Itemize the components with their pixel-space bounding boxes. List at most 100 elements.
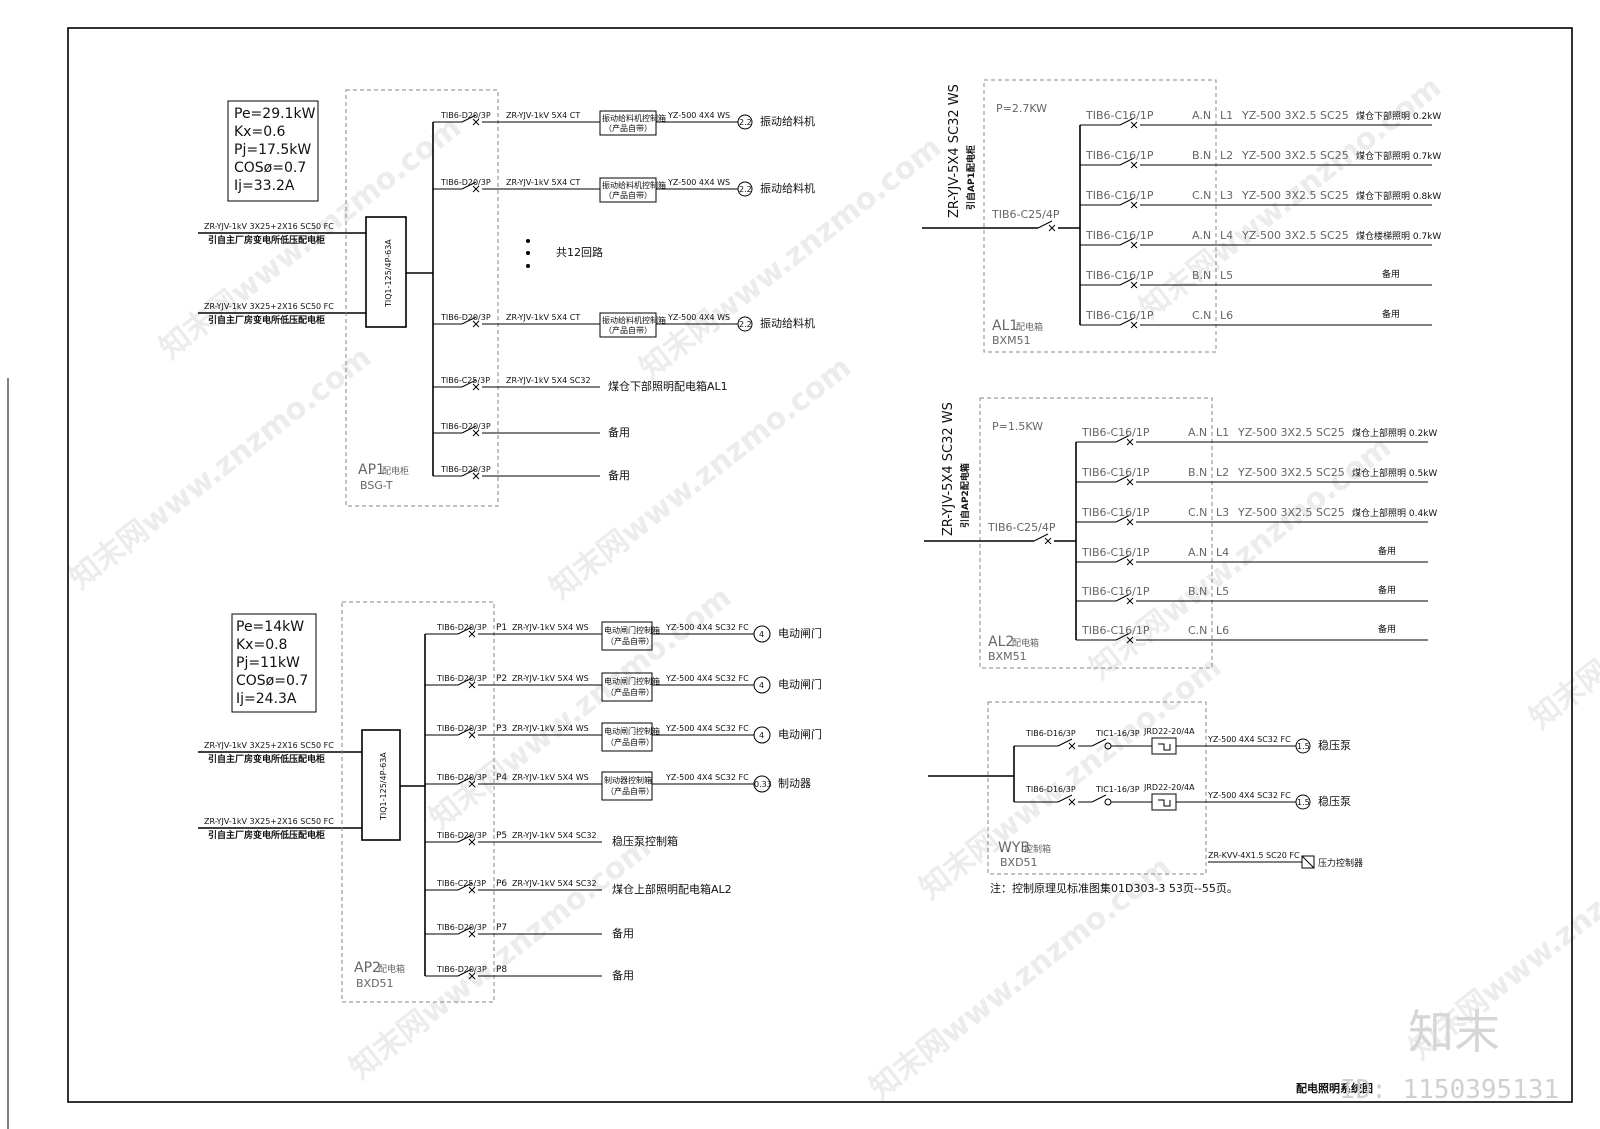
wyb-contactor-arc: [1104, 798, 1112, 806]
al1-branch-cable: YZ-500 3X2.5 SC25: [1241, 149, 1349, 162]
ap1-load-name: 煤仓下部照明配电箱AL1: [608, 379, 728, 393]
ap1-branch-breaker: [461, 425, 480, 437]
wyb-breaker-label: TIB6-D16/3P: [1025, 785, 1076, 794]
ap1-cabinet-name: AP1: [358, 462, 385, 478]
ap2-breaker-label: TIB6-D20/3P: [436, 831, 487, 840]
al1-box-model: BXM51: [992, 334, 1031, 347]
al1-branch-breaker-x2: [1130, 201, 1138, 209]
wyb-breaker: [1057, 794, 1076, 806]
al2-line-no: L6: [1216, 624, 1229, 637]
ap2-feeder-cable: ZR-YJV-1kV 3X25+2X16 SC50 FC: [204, 741, 334, 750]
al2-box-name: AL2: [988, 634, 1014, 650]
ap2-control-box: [601, 672, 653, 702]
ap1-feeder-cable: ZR-YJV-1kV 3X25+2X16 SC50 FC: [204, 302, 334, 311]
al2-box-name-suffix: 配电箱: [1012, 637, 1039, 649]
al1-load: 煤仓楼梯照明 0.7kW: [1356, 230, 1441, 242]
ap2-branch-breaker-x2: [468, 930, 476, 938]
al1-branch-breaker-blade: [1119, 157, 1135, 166]
ap1-load-name: 振动给料机: [760, 181, 815, 195]
ap2-cabinet-outline: [341, 601, 495, 1003]
al2-branch-breaker: [1115, 514, 1134, 526]
ap1-branch-breaker-x2: [472, 383, 480, 391]
wyb-box-name: WYB: [998, 840, 1030, 856]
ap2-cabinet-name: AP2: [354, 960, 381, 976]
al1-branch-cable: YZ-500 3X2.5 SC25: [1241, 229, 1349, 242]
wyb-breaker-x2: [1068, 742, 1076, 750]
ap2-branch-breaker-x2: [468, 780, 476, 788]
ap2-control-box-note: （产品自带）: [606, 636, 654, 646]
al1-box-outline: [983, 79, 1217, 353]
wyb-box-name-suffix: 控制箱: [1024, 843, 1051, 855]
ap1-control-box: [599, 110, 657, 136]
wyb-pump-kw: 1.5: [1297, 798, 1310, 807]
ap2-branch-breaker: [457, 834, 476, 846]
al1-branch-breaker: [1119, 277, 1138, 289]
ap1-load-cable: YZ-500 4X4 WS: [667, 111, 730, 120]
ap1-cabinet-outline: [345, 89, 499, 507]
wyb-load: 稳压泵: [1318, 794, 1351, 808]
al2-branch-breaker: [1115, 474, 1134, 486]
al2-phase: C.N: [1188, 624, 1207, 637]
ap1-branch-breaker: [461, 379, 480, 391]
ap2-breaker-label: TIB6-D20/3P: [436, 965, 487, 974]
al1-line-no: L1: [1220, 109, 1233, 122]
al1-branch-breaker-x2: [1130, 161, 1138, 169]
al2-breaker-label: TIB6-C16/1P: [1081, 585, 1150, 598]
ap1-branch-breaker: [461, 181, 480, 193]
al2-branch-breaker-blade: [1115, 632, 1131, 641]
ap2-branch-breaker-blade: [457, 677, 473, 686]
wyb-pressure-symbol-diag: [1301, 855, 1315, 869]
al1-phase: B.N: [1192, 269, 1211, 282]
al1-load: 煤仓下部照明 0.2kW: [1356, 110, 1441, 122]
al2-branch-breaker-x2: [1126, 558, 1134, 566]
ap1-branch-breaker: [461, 316, 480, 328]
ap2-branch-breaker-blade: [457, 926, 473, 935]
al2-incoming-source: 引自AP2配电箱: [959, 463, 971, 528]
al2-main-breaker: [1033, 533, 1052, 545]
ap1-breaker-label: TIB6-D20/3P: [440, 178, 491, 187]
al1-phase: A.N: [1192, 109, 1211, 122]
al2-line-no: L5: [1216, 585, 1229, 598]
al2-branch-breaker-blade: [1115, 593, 1131, 602]
wyb-pump-symbol: [1295, 794, 1311, 810]
ap1-branch-cable: ZR-YJV-1kV 5X4 CT: [506, 313, 580, 322]
ap2-load-cable: YZ-500 4X4 SC32 FC: [665, 674, 749, 683]
ap1-breaker-label: TIB6-D20/3P: [440, 422, 491, 431]
al1-breaker-label: TIB6-C16/1P: [1085, 149, 1154, 162]
ap1-cabinet-name-suffix: 配电柜: [382, 465, 409, 477]
ap1-control-box-label: 振动给料机控制箱: [602, 315, 666, 325]
ap1-branch-cable: ZR-YJV-1kV 5X4 CT: [506, 178, 580, 187]
ap2-load-param: COSø=0.7: [236, 673, 308, 689]
al1-load: 煤仓下部照明 0.8kW: [1356, 190, 1441, 202]
watermark-text: 知末网www.znzmo.com: [63, 340, 378, 597]
ap2-motor-kw: 0.33: [754, 780, 772, 789]
al2-incoming-cable: ZR-YJV-5X4 SC32 WS: [941, 402, 956, 536]
ap1-control-box-label: 振动给料机控制箱: [602, 180, 666, 190]
al1-line-no: L3: [1220, 189, 1233, 202]
ap2-load-name: 备用: [612, 968, 634, 982]
al1-breaker-label: TIB6-C16/1P: [1085, 269, 1154, 282]
watermark-text: 知末网www.znzmo.com: [913, 650, 1228, 907]
al2-load: 备用: [1378, 545, 1396, 557]
al1-branch-breaker: [1119, 197, 1138, 209]
ap2-load-box: [231, 613, 317, 713]
al2-load: 煤仓上部照明 0.5kW: [1352, 467, 1437, 479]
ap2-breaker-label: TIB6-D20/3P: [436, 773, 487, 782]
ap1-motor-kw: 2.2: [739, 320, 752, 329]
wyb-contactor-label: TIC1-16/3P: [1095, 729, 1140, 738]
al1-branch-breaker: [1119, 317, 1138, 329]
ap1-breaker-label: TIB6-D20/3P: [440, 313, 491, 322]
al2-branch-breaker-blade: [1115, 434, 1131, 443]
ap2-main-switch: [361, 729, 401, 841]
ap2-breaker-label: TIB6-D20/3P: [436, 674, 487, 683]
ap2-load-name: 煤仓上部照明配电箱AL2: [612, 882, 732, 896]
ap2-branch-breaker: [457, 882, 476, 894]
ap2-load-param: Pe=14kW: [236, 619, 304, 635]
al1-breaker-label: TIB6-C16/1P: [1085, 109, 1154, 122]
wyb-breaker-blade: [1057, 738, 1073, 747]
al1-load: 备用: [1382, 268, 1400, 280]
ap2-main-switch-label: TIQ1-125/4P-63A: [379, 752, 388, 821]
ap1-feeder-source: 引自主厂房变电所低压配电柜: [208, 314, 325, 326]
al1-branch-breaker-blade: [1119, 197, 1135, 206]
wyb-box-outline: [987, 701, 1207, 875]
